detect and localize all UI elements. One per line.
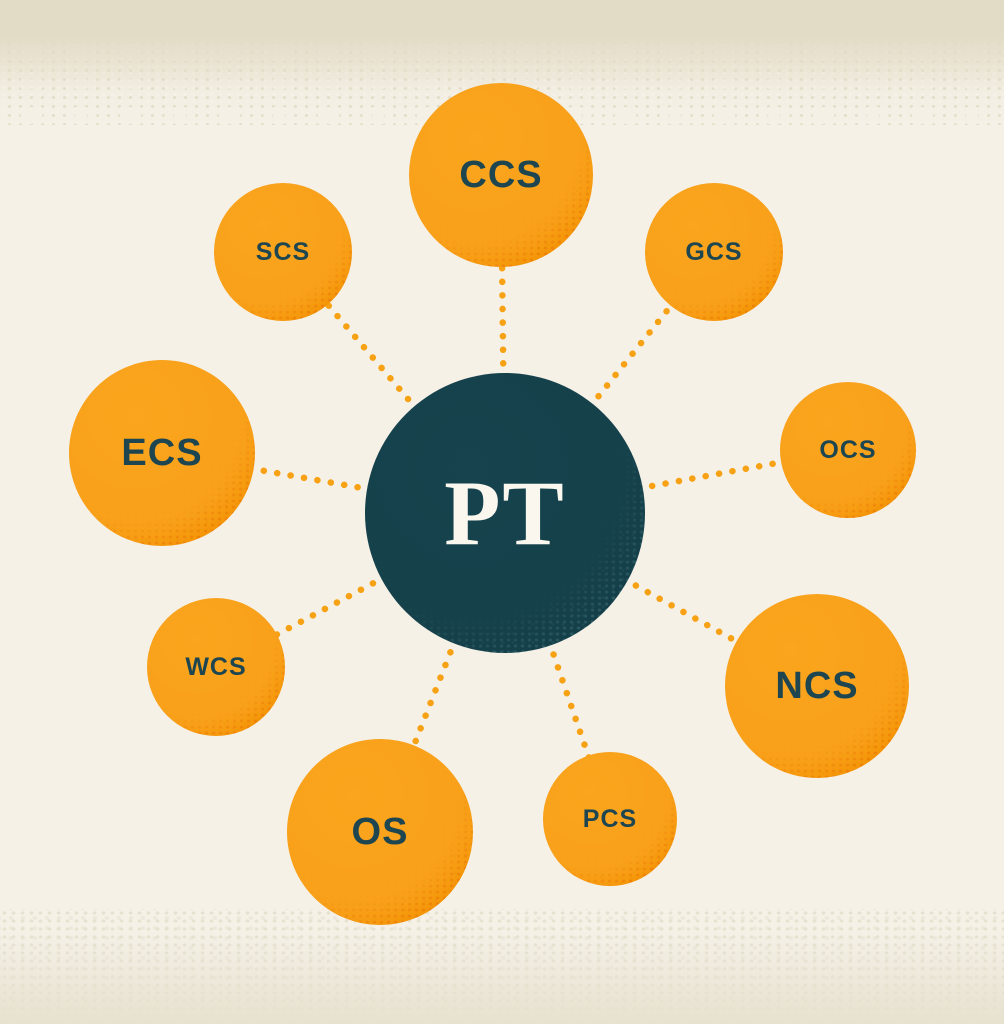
node-pcs-label: PCS bbox=[582, 804, 638, 833]
node-wcs: WCS bbox=[147, 598, 285, 736]
node-ncs: NCS bbox=[725, 594, 909, 778]
node-pt-hub: PT bbox=[365, 373, 645, 653]
node-ocs-label: OCS bbox=[819, 435, 877, 464]
connector-pt-ocs bbox=[501, 446, 852, 517]
node-gcs: GCS bbox=[645, 183, 783, 321]
node-os: OS bbox=[287, 739, 473, 925]
node-ncs-label: NCS bbox=[775, 665, 859, 707]
node-scs-label: SCS bbox=[255, 237, 311, 266]
node-ccs: CCS bbox=[409, 83, 593, 267]
node-ecs-label: ECS bbox=[121, 432, 203, 474]
connector-pt-ecs bbox=[158, 449, 509, 517]
node-gcs-label: GCS bbox=[685, 237, 743, 266]
node-pt-label: PT bbox=[444, 462, 566, 564]
node-os-label: OS bbox=[351, 811, 409, 853]
node-pcs: PCS bbox=[543, 752, 677, 886]
node-wcs-label: WCS bbox=[185, 652, 247, 681]
node-ccs-label: CCS bbox=[459, 154, 543, 196]
node-ecs: ECS bbox=[69, 360, 255, 546]
bottom-texture-band bbox=[0, 909, 1004, 1024]
node-scs: SCS bbox=[214, 183, 352, 321]
node-ocs: OCS bbox=[780, 382, 916, 518]
